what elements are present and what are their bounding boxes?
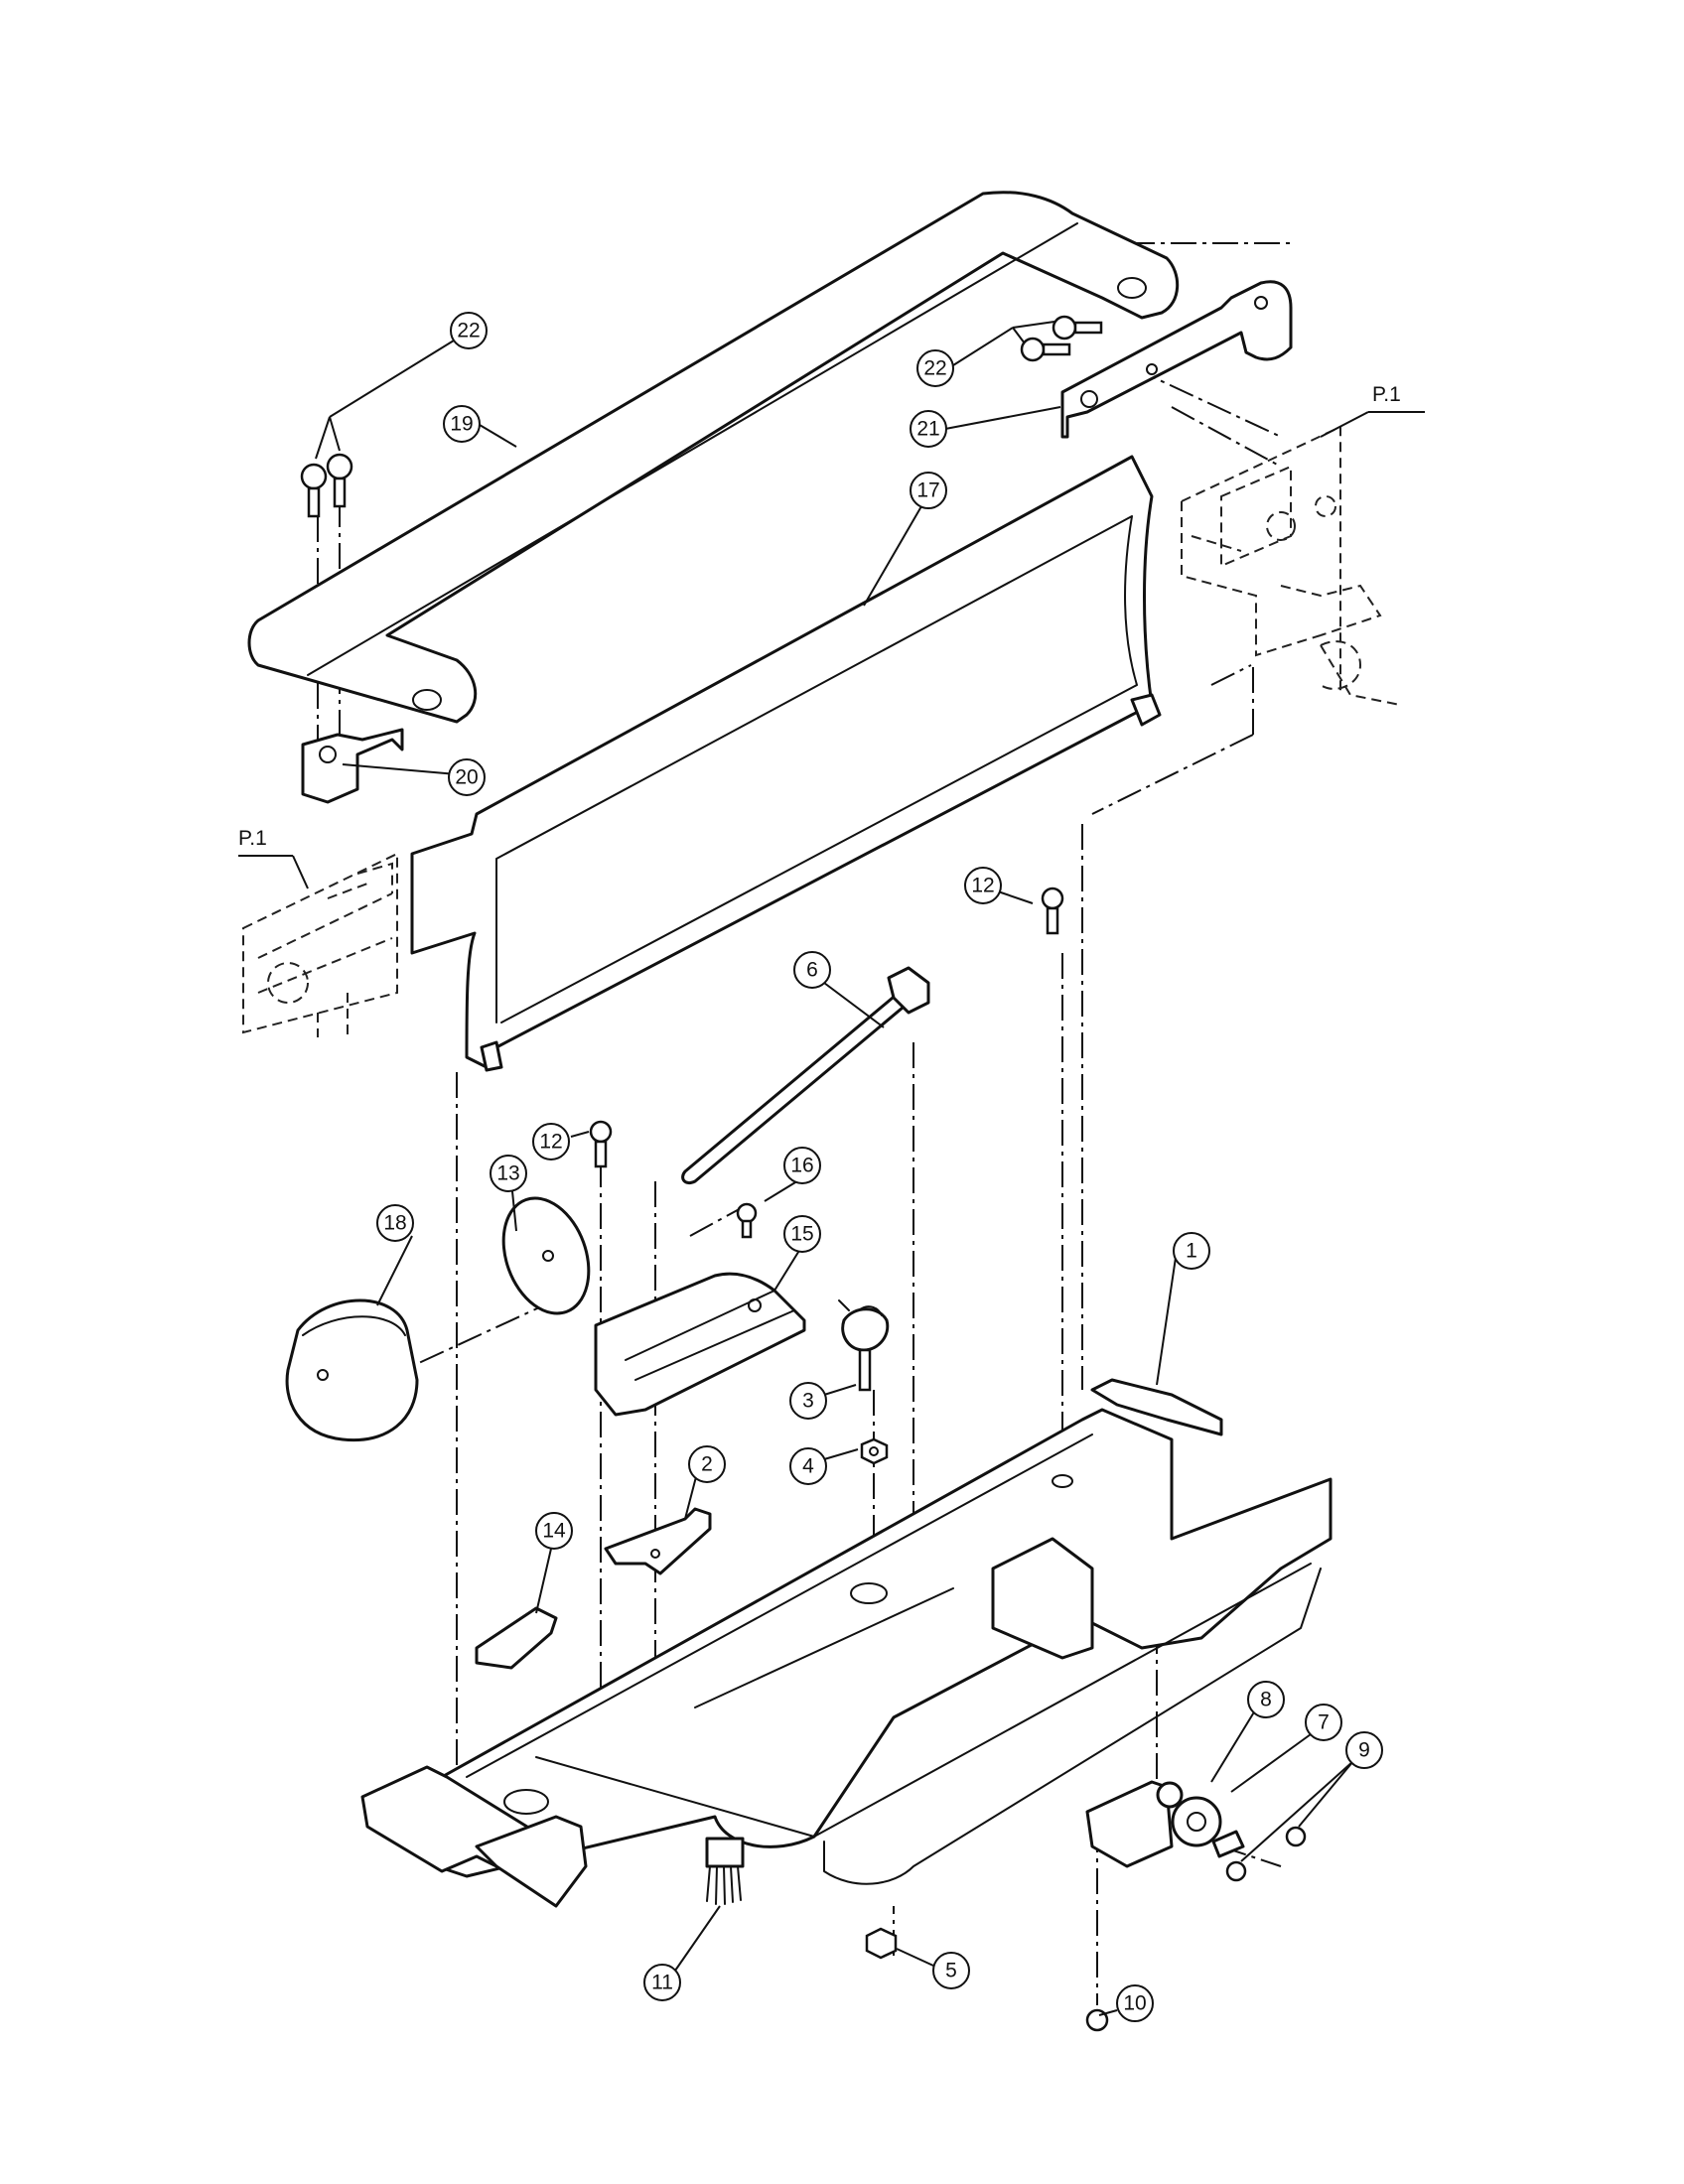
callout-5: 5 [932, 1952, 970, 1989]
svg-text:1: 1 [1186, 1240, 1197, 1263]
callout-10: 10 [1116, 1984, 1154, 2022]
screw-22-right-b [1020, 337, 1071, 362]
screw-22-left-a [300, 463, 328, 518]
screw-9-a [1285, 1826, 1307, 1847]
reference-assembly-right [1181, 425, 1401, 706]
callout-2: 2 [688, 1445, 726, 1483]
svg-text:13: 13 [496, 1162, 519, 1185]
gear-bracket-assembly [1085, 1780, 1245, 1868]
callout-1: 1 [1173, 1232, 1210, 1270]
reference-label-left: P.1 [238, 827, 267, 850]
svg-text:19: 19 [450, 413, 473, 436]
cartridge-cover [594, 1272, 806, 1417]
svg-text:5: 5 [945, 1960, 957, 1982]
svg-text:16: 16 [790, 1155, 813, 1177]
svg-text:14: 14 [542, 1520, 566, 1543]
callout-6: 6 [793, 951, 831, 989]
disk [501, 1196, 591, 1315]
brush [705, 1837, 745, 1905]
svg-text:4: 4 [802, 1455, 814, 1478]
svg-text:12: 12 [971, 875, 994, 897]
top-handle-frame [247, 191, 1180, 724]
svg-text:6: 6 [806, 959, 818, 982]
svg-text:2: 2 [701, 1453, 713, 1476]
callout-3: 3 [789, 1382, 827, 1420]
screw-9-b [1225, 1860, 1247, 1882]
callout-18: 18 [376, 1204, 414, 1242]
callout-8: 8 [1247, 1681, 1285, 1718]
callout-14: 14 [535, 1512, 573, 1550]
svg-text:7: 7 [1318, 1711, 1330, 1734]
right-hinge-bracket [1060, 280, 1293, 439]
knob [285, 1298, 419, 1442]
callout-4: 4 [789, 1447, 827, 1485]
callout-16: 16 [783, 1147, 821, 1184]
svg-text:21: 21 [916, 418, 939, 441]
leader-lines [238, 321, 1425, 2016]
callout-12-right: 12 [964, 867, 1002, 904]
callout-22-left: 22 [450, 312, 488, 349]
callout-13: 13 [490, 1155, 527, 1192]
fasteners [300, 315, 1307, 2032]
screw-12-right [1041, 887, 1064, 935]
svg-text:12: 12 [539, 1131, 562, 1154]
callout-9: 9 [1345, 1731, 1383, 1769]
callout-21: 21 [910, 410, 947, 448]
svg-text:3: 3 [802, 1390, 814, 1413]
callout-17: 17 [910, 472, 947, 509]
callout-12-left: 12 [532, 1123, 570, 1160]
transparent-cover [410, 455, 1162, 1072]
svg-text:17: 17 [916, 479, 939, 502]
shaft [681, 966, 930, 1185]
svg-text:10: 10 [1123, 1992, 1146, 2015]
sensor-bracket [604, 1507, 712, 1575]
svg-text:9: 9 [1358, 1739, 1370, 1762]
svg-text:22: 22 [923, 357, 946, 380]
callout-15: 15 [783, 1215, 821, 1253]
svg-text:18: 18 [383, 1212, 406, 1235]
screw-12-left [589, 1120, 613, 1168]
svg-text:11: 11 [651, 1972, 673, 1994]
svg-text:8: 8 [1260, 1689, 1272, 1711]
cam-assembly [838, 1299, 890, 1392]
callout-7: 7 [1305, 1704, 1342, 1741]
clip [475, 1606, 558, 1670]
svg-text:15: 15 [790, 1223, 813, 1246]
callout-20: 20 [448, 758, 486, 796]
svg-text:22: 22 [457, 320, 480, 342]
callout-19: 19 [443, 405, 481, 443]
screw-16 [736, 1202, 758, 1239]
callout-11: 11 [643, 1964, 681, 2001]
svg-text:20: 20 [455, 766, 478, 789]
nut [860, 1437, 889, 1465]
screw-22-right-a [1052, 315, 1103, 341]
reference-label-right: P.1 [1372, 383, 1401, 406]
callout-22-right: 22 [916, 349, 954, 387]
screw-22-left-b [326, 453, 353, 508]
reference-assembly-left [242, 852, 398, 1037]
base-housing [360, 1378, 1333, 1908]
bottom-nut [865, 1927, 898, 1960]
